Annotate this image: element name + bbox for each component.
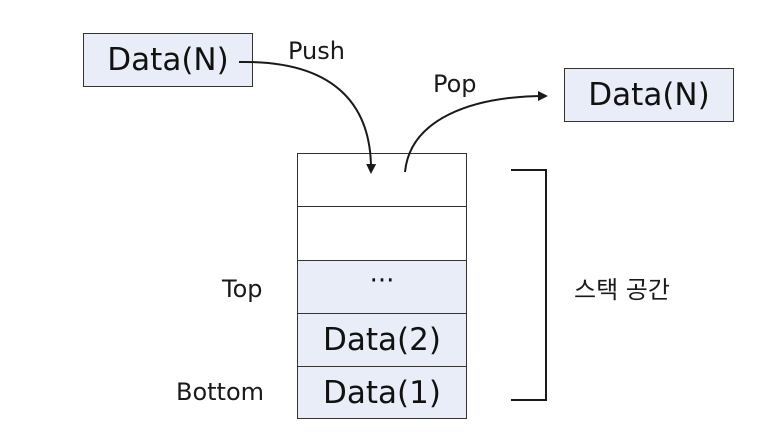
- pop-arrow: [404, 91, 548, 173]
- bottom-label: Bottom: [176, 378, 265, 406]
- stack-cell-data-2: Data(2): [297, 313, 467, 367]
- stack-cell-data-2-text: Data(2): [323, 322, 441, 358]
- push-source-data-box: Data(N): [83, 33, 253, 87]
- stack-cell-ellipsis: ···: [297, 260, 467, 314]
- stack-cell-data-1-text: Data(1): [323, 374, 441, 411]
- stack-cell-ellipsis-text: ···: [369, 266, 395, 296]
- stack-cell-data-1: Data(1): [297, 366, 467, 419]
- push-arrow: [238, 60, 377, 174]
- pop-target-data-label: Data(N): [588, 77, 710, 113]
- top-label: Top: [222, 275, 263, 303]
- pop-target-data-box: Data(N): [564, 68, 734, 122]
- stack-space-label: 스택 공간: [574, 276, 670, 304]
- pop-label: Pop: [433, 70, 477, 98]
- push-source-data-label: Data(N): [107, 42, 229, 78]
- push-label: Push: [288, 37, 345, 65]
- stack-space-brace: [511, 169, 547, 401]
